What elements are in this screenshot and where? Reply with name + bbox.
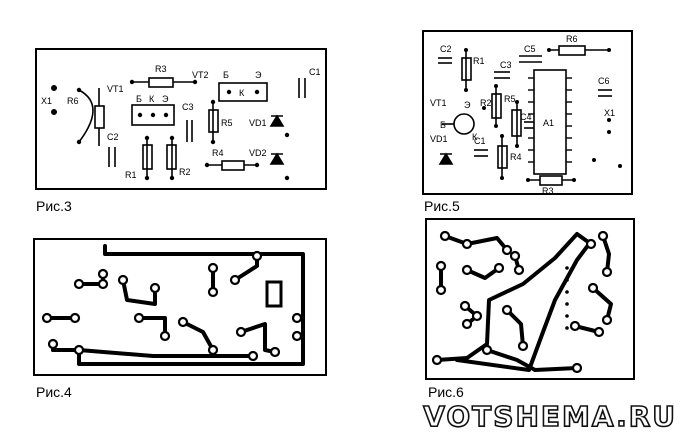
label-r4: R4 [510, 152, 522, 162]
label-r3: R3 [542, 186, 554, 196]
label-b1: Б [136, 94, 142, 104]
label-e: Э [464, 100, 471, 110]
label-r3: R3 [155, 64, 167, 74]
trace [601, 234, 611, 274]
label-vd1: VD1 [249, 118, 267, 128]
label-k: К [472, 132, 478, 142]
label-x1: X1 [41, 96, 52, 106]
pad-rect [265, 280, 283, 308]
x1-pin [51, 84, 58, 91]
label-vd2: VD2 [249, 148, 267, 158]
trace [239, 322, 277, 354]
trace [455, 242, 591, 372]
label-c3: C3 [500, 60, 512, 70]
fig4-caption: Рис.4 [36, 384, 72, 400]
label-c6: C6 [598, 76, 610, 86]
label-r2: R2 [480, 98, 492, 108]
trace [465, 266, 501, 280]
vt2-block [218, 82, 268, 102]
label-e1: Э [162, 94, 169, 104]
fig5-panel: C2 R1 C5 R6 C3 C6 R2 Э VT1 R5 Б К C4 A1 … [422, 30, 633, 196]
label-k1: К [149, 94, 155, 104]
fig5-caption: Рис.5 [424, 198, 460, 214]
label-r5: R5 [504, 94, 516, 104]
r3-resistor [539, 175, 563, 186]
r6-resistor [558, 45, 586, 56]
label-vd1: VD1 [430, 134, 448, 144]
trace [137, 316, 167, 338]
trace [181, 320, 215, 352]
site-watermark: VOTSHEMA.RU [422, 399, 677, 434]
label-r1: R1 [473, 56, 485, 66]
label-b: Б [440, 120, 446, 130]
fig3-caption: Рис.3 [36, 198, 72, 214]
fig4-panel [33, 238, 327, 376]
label-r5: R5 [221, 118, 233, 128]
label-vt1: VT1 [107, 84, 124, 94]
label-r6: R6 [67, 96, 79, 106]
label-r1: R1 [125, 170, 137, 180]
label-c2: C2 [440, 44, 452, 54]
r3-resistor [148, 77, 174, 88]
label-r6: R6 [566, 34, 578, 44]
fig3-panel: X1 R6 VT1 R3 VT2 Б К Э Б Э К C1 C3 C2 R5… [35, 48, 327, 190]
vd1-diode [269, 114, 285, 127]
label-r2: R2 [179, 167, 191, 177]
trace [591, 286, 613, 322]
fig6-caption: Рис.6 [428, 384, 464, 400]
trace [505, 308, 525, 348]
fig5-drawing: C2 R1 C5 R6 C3 C6 R2 Э VT1 R5 Б К C4 A1 … [430, 34, 622, 196]
r4-resistor [221, 160, 245, 171]
fig4-drawing [41, 244, 305, 366]
trace [485, 348, 579, 372]
label-c4: C4 [520, 112, 532, 122]
label-x1: X1 [604, 108, 615, 118]
r6-arc [78, 89, 94, 143]
fig6-drawing [431, 230, 613, 374]
trace [443, 234, 509, 252]
label-c2: C2 [107, 132, 119, 142]
label-c3: C3 [182, 102, 194, 112]
label-c1: C1 [474, 136, 486, 146]
label-vt1: VT1 [430, 98, 447, 108]
vt1-transistor [453, 113, 475, 135]
label-e2: Э [255, 70, 262, 80]
label-c5: C5 [524, 44, 536, 54]
fig6-panel [425, 218, 635, 380]
label-c1: C1 [309, 67, 321, 77]
fig3-drawing: X1 R6 VT1 R3 VT2 Б К Э Б Э К C1 C3 C2 R5… [41, 64, 321, 181]
x1-pin [51, 108, 58, 115]
trace [435, 232, 593, 362]
trace [77, 348, 255, 358]
label-k2: К [239, 88, 245, 98]
a1-chip [533, 69, 567, 175]
vd1-diode [438, 152, 454, 165]
label-r4: R4 [212, 148, 224, 158]
trace [121, 278, 157, 306]
vd2-diode [269, 152, 285, 165]
r6-resistor [94, 105, 105, 129]
label-vt2: VT2 [192, 70, 209, 80]
label-a1: A1 [543, 118, 554, 128]
label-b2: Б [223, 70, 229, 80]
